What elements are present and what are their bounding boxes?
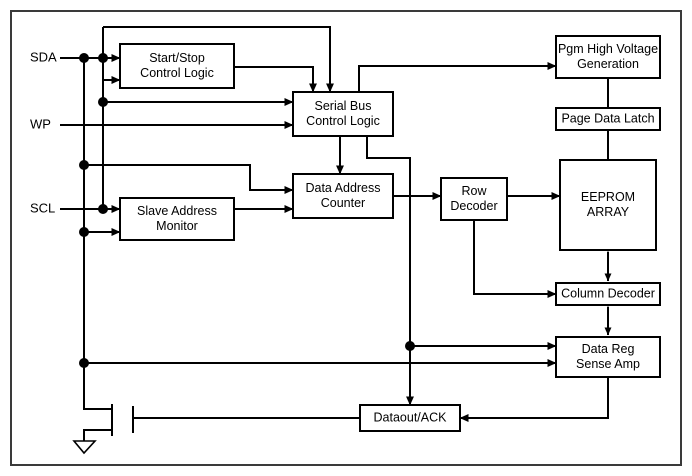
block-label: Sense Amp xyxy=(576,357,640,371)
junction-dots xyxy=(79,53,415,368)
block-label: Column Decoder xyxy=(561,286,655,300)
wire-sda-to-data-address-counter xyxy=(84,164,294,194)
junction-dot xyxy=(98,97,108,107)
ground-symbol-icon xyxy=(72,440,97,455)
block-box xyxy=(119,43,235,89)
block-label: Page Data Latch xyxy=(561,111,654,125)
block-label: Decoder xyxy=(450,199,497,213)
block-label: Serial Bus xyxy=(315,99,372,113)
block-box xyxy=(555,336,661,378)
wire-sda-to-transistor-drain xyxy=(83,363,112,410)
wire-transistor-source-to-gnd xyxy=(83,429,112,441)
junction-dot xyxy=(79,227,89,237)
junction-dot xyxy=(79,160,89,170)
wire-sda-to-serial-bus xyxy=(103,26,334,93)
block-box xyxy=(359,404,461,432)
block-dataout-ack: Dataout/ACK xyxy=(359,404,461,432)
block-page-data-latch: Page Data Latch xyxy=(555,107,661,131)
pin-label-wp: WP xyxy=(30,116,51,131)
block-box xyxy=(119,197,235,241)
wire-row-decoder-to-column-decoder xyxy=(473,220,557,298)
block-label: Pgm High Voltage xyxy=(558,42,658,56)
block-label: Counter xyxy=(321,196,365,210)
block-label: EEPROM xyxy=(581,190,635,204)
block-label: ARRAY xyxy=(587,205,630,219)
junction-dot xyxy=(79,358,89,368)
block-box xyxy=(292,91,394,137)
pin-label-scl: SCL xyxy=(30,200,55,215)
junction-dot xyxy=(98,204,108,214)
block-label: Control Logic xyxy=(306,114,380,128)
junction-dot xyxy=(405,341,415,351)
block-label: Generation xyxy=(577,57,639,71)
block-label: Row xyxy=(461,184,487,198)
block-box xyxy=(292,173,394,219)
block-label: Monitor xyxy=(156,219,198,233)
block-label: Dataout/ACK xyxy=(374,410,448,424)
block-box xyxy=(555,107,661,131)
junction-dot xyxy=(98,53,108,63)
block-label: Data Address xyxy=(305,181,380,195)
block-label: Control Logic xyxy=(140,66,214,80)
wire-layer xyxy=(60,26,612,455)
block-box xyxy=(555,282,661,306)
block-label: Start/Stop xyxy=(149,51,205,65)
wire-serial-bus-to-dataout xyxy=(366,136,414,406)
pin-label-layer: SDA WP SCL xyxy=(30,49,57,215)
junction-dot xyxy=(79,53,89,63)
block-label: Data Reg xyxy=(582,342,635,356)
block-column-decoder: Column Decoder xyxy=(555,282,661,306)
wire-serial-bus-to-pgm-hv xyxy=(358,62,557,92)
wire-start-stop-to-serial-bus xyxy=(234,66,317,93)
wire-data-reg-to-dataout xyxy=(459,377,609,422)
block-box xyxy=(559,159,657,251)
pin-label-sda: SDA xyxy=(30,49,57,64)
block-box xyxy=(440,177,508,221)
block-label: Slave Address xyxy=(137,204,217,218)
block-box xyxy=(555,35,661,79)
